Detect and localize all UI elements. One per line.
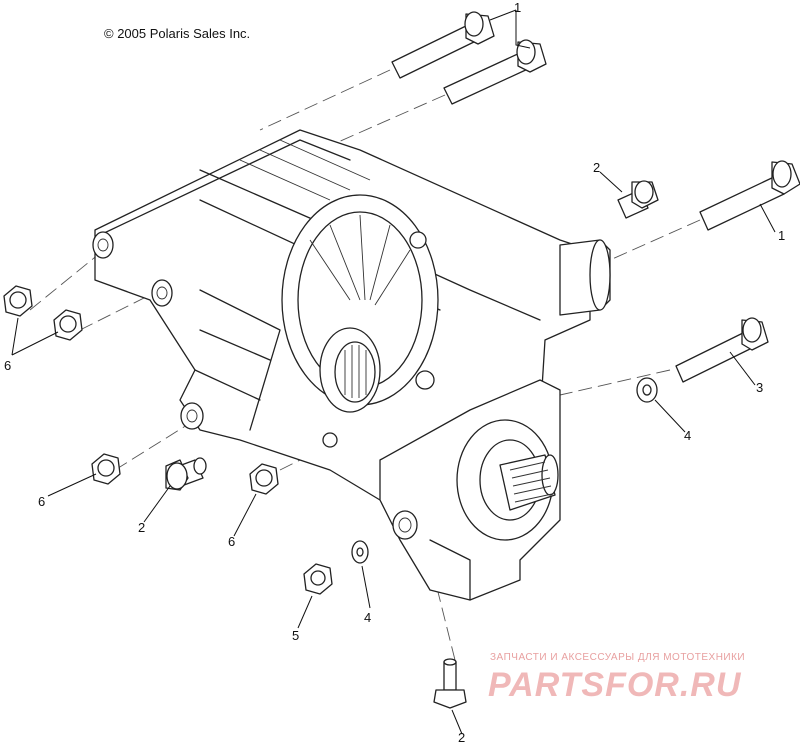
callout-4: 4 [684, 428, 691, 443]
callout-3: 3 [756, 380, 763, 395]
bolt-short-top [617, 180, 659, 219]
bolt-long-top-2 [443, 39, 547, 105]
bolt-medium-right [675, 317, 769, 383]
callout-5: 5 [292, 628, 299, 643]
nut-6-center [249, 463, 279, 495]
nut-6-left-mid [53, 309, 83, 341]
callout-leaders [11, 9, 776, 735]
nut-5 [303, 563, 333, 595]
callout-1: 1 [514, 0, 521, 15]
bolt-short-bottom [433, 658, 467, 709]
nut-6-left-top [3, 285, 33, 317]
gearcase-housing [92, 129, 611, 501]
bolt-long-right [699, 160, 800, 231]
nut-6-left-low [91, 453, 121, 485]
callout-1: 1 [778, 228, 785, 243]
watermark-tagline: ЗАПЧАСТИ И АКСЕССУАРЫ ДЛЯ МОТОТЕХНИКИ [490, 652, 745, 663]
bolt-short-left [165, 457, 207, 491]
washer-4-right [636, 377, 658, 403]
lower-gearbox [379, 379, 561, 601]
watermark: ЗАПЧАСТИ И АКСЕССУАРЫ ДЛЯ МОТОТЕХНИКИ PA… [488, 652, 745, 704]
callout-4: 4 [364, 610, 371, 625]
bolt-long-top-1 [391, 11, 495, 79]
callout-6: 6 [38, 494, 45, 509]
washer-4-bottom [351, 540, 369, 564]
callout-2: 2 [138, 520, 145, 535]
callout-6: 6 [4, 358, 11, 373]
watermark-brand: PARTSFOR.RU [488, 666, 742, 704]
callout-6: 6 [228, 534, 235, 549]
callout-2: 2 [458, 730, 465, 744]
callout-2: 2 [593, 160, 600, 175]
copyright-text: © 2005 Polaris Sales Inc. [104, 26, 250, 41]
